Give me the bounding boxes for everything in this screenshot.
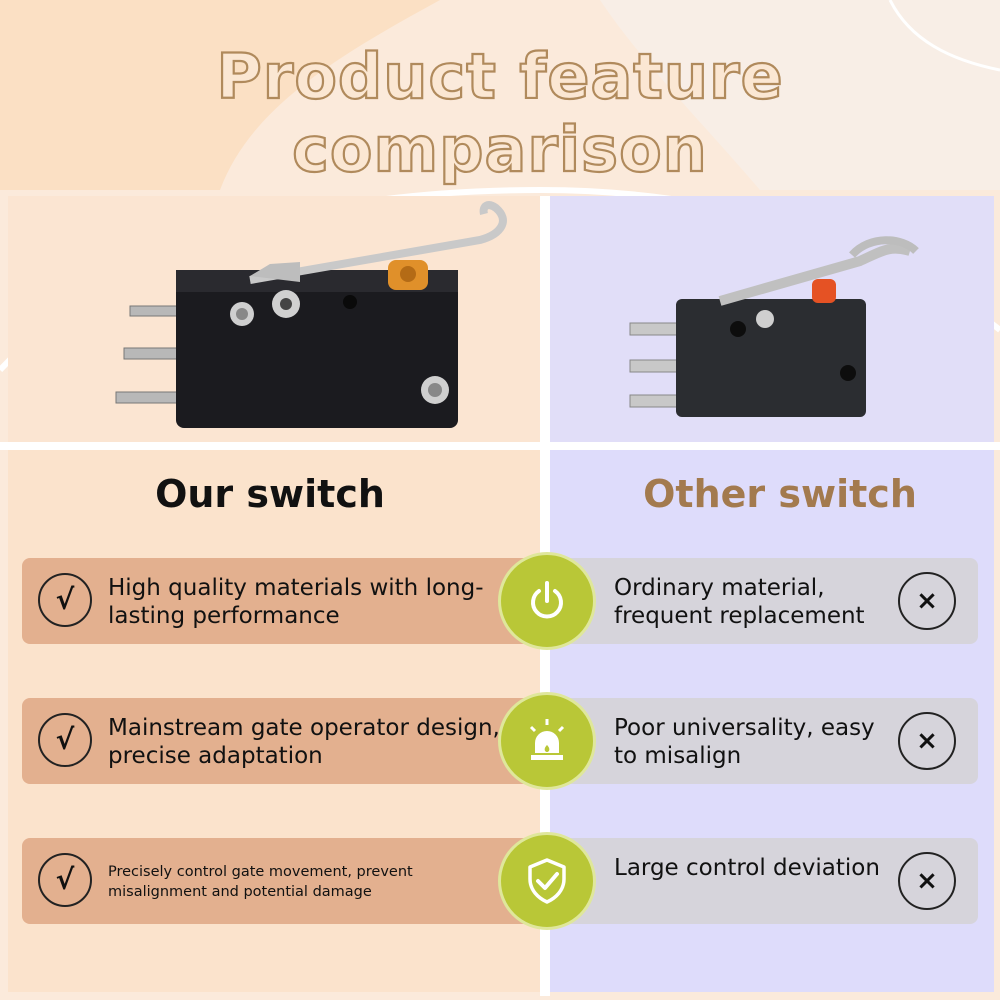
our-feature-text: Mainstream gate operator design, precise…	[108, 715, 500, 769]
other-feature-text: Large control deviation	[614, 855, 880, 881]
check-icon: √	[38, 713, 92, 767]
other-switch-image	[629, 236, 919, 417]
shield-check-icon	[498, 832, 596, 930]
power-icon	[498, 552, 596, 650]
other-feature-text: Poor universality, easy to misalign	[614, 715, 875, 769]
our-feature-row	[22, 838, 562, 924]
our-feature-row	[22, 698, 562, 784]
cross-icon: ×	[898, 852, 956, 910]
other-feature-text: Ordinary material, frequent replacement	[614, 575, 865, 629]
cross-icon: ×	[898, 712, 956, 770]
our-feature-text: High quality materials with long-lasting…	[108, 575, 484, 629]
other-switch-heading: Other switch	[643, 472, 917, 516]
page-title: Product feature comparison	[215, 39, 784, 187]
our-feature-text: Precisely control gate movement, prevent…	[108, 864, 413, 900]
cross-icon: ×	[898, 572, 956, 630]
check-icon: √	[38, 573, 92, 627]
our-switch-heading: Our switch	[155, 472, 385, 516]
row-divider	[0, 442, 1000, 450]
our-switch-image	[115, 201, 507, 428]
check-icon: √	[38, 853, 92, 907]
alarm-light-icon	[498, 692, 596, 790]
our-feature-row	[22, 558, 562, 644]
